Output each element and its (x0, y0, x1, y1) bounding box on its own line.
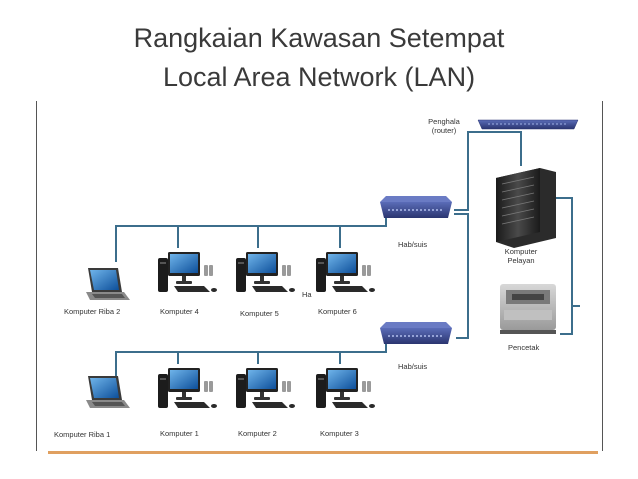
pc6-label: Komputer 6 (318, 307, 357, 316)
router-label: Penghala (router) (418, 117, 470, 135)
computer-5-icon (236, 252, 295, 292)
computer-2-icon (236, 368, 295, 408)
pc3-label: Komputer 3 (320, 429, 359, 438)
printer-device (500, 284, 556, 334)
laptop-riba-1-icon (86, 376, 130, 408)
hub-switch-2 (380, 322, 452, 344)
computer-4-icon (158, 252, 217, 292)
router-device (477, 119, 579, 130)
slide-title-line-2: Local Area Network (LAN) (162, 62, 476, 92)
pc2-label: Komputer 2 (238, 429, 277, 438)
printer-label: Pencetak (508, 343, 540, 352)
laptop1-label: Komputer Riba 1 (54, 430, 111, 439)
slide-title-line-1: Rangkaian Kawasan Setempat (133, 23, 505, 53)
hub2-label: Hab/suis (398, 362, 428, 371)
laptop2-label: Komputer Riba 2 (64, 307, 121, 316)
accent-rule (48, 451, 598, 454)
server-label-line1: Komputer (504, 247, 538, 256)
stray-label: Ha (302, 290, 312, 299)
server-tower (496, 168, 556, 248)
pc1-label: Komputer 1 (160, 429, 199, 438)
server-label: Komputer Pelayan (496, 247, 546, 265)
hub1-label: Hab/suis (398, 240, 428, 249)
computer-3-icon (316, 368, 375, 408)
computer-1-icon (158, 368, 217, 408)
pc4-label: Komputer 4 (160, 307, 199, 316)
router-label-line1: Penghala (428, 117, 460, 126)
network-cables (115, 131, 580, 378)
hub-switch-1 (380, 196, 452, 218)
router-label-line2: (router) (431, 126, 457, 135)
pc5-label: Komputer 5 (240, 309, 279, 318)
server-label-line2: Pelayan (507, 256, 535, 265)
laptop-riba-2-icon (86, 268, 130, 300)
computer-6-icon (316, 252, 375, 292)
